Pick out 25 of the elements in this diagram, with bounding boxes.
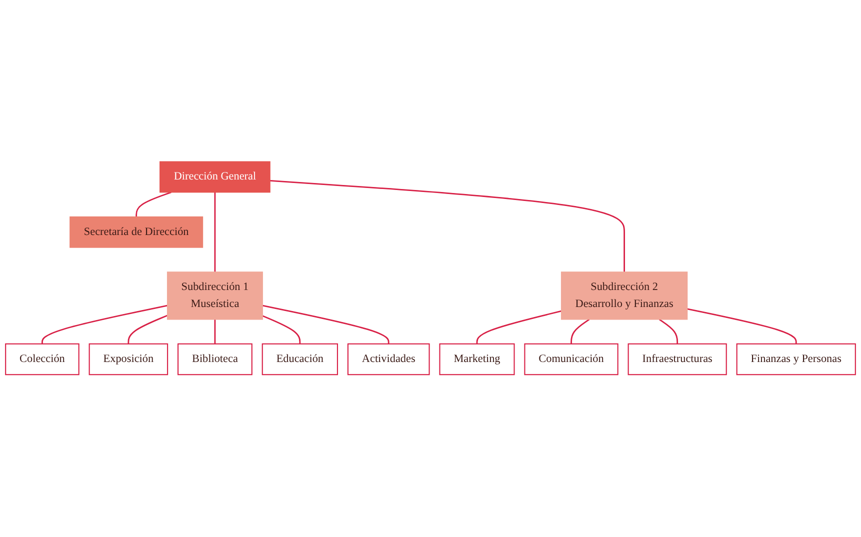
node-box: Educación: [262, 344, 338, 376]
connector: [42, 305, 168, 344]
node-box: Subdirección 2 Desarrollo y Finanzas: [560, 272, 688, 320]
connector: [262, 305, 390, 344]
connector: [136, 192, 172, 218]
node-box: Actividades: [347, 344, 430, 376]
connector: [270, 180, 625, 272]
connector: [658, 319, 678, 344]
connector: [262, 316, 301, 344]
node-box: Secretaría de Dirección: [70, 216, 204, 248]
connector: [570, 319, 590, 344]
connector: [214, 192, 216, 272]
connector: [687, 308, 797, 344]
connector: [214, 320, 216, 344]
node-box: Colección: [5, 344, 80, 376]
connector: [476, 310, 562, 344]
node-box: Infraestructuras: [628, 344, 727, 376]
node-box: Dirección General: [160, 162, 270, 194]
node-box: Marketing: [439, 344, 515, 376]
node-box: Finanzas y Personas: [736, 344, 856, 376]
node-box: Exposición: [88, 344, 168, 376]
connector: [128, 315, 168, 344]
node-box: Comunicación: [524, 344, 618, 376]
node-box: Biblioteca: [178, 344, 252, 376]
node-box: Subdirección 1 Museística: [166, 272, 263, 320]
